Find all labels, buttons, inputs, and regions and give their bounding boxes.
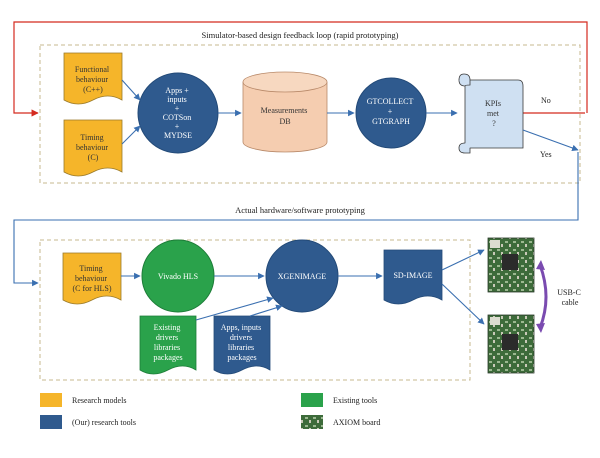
existing-line-1: Existing bbox=[154, 323, 181, 332]
existing-line-3: libraries bbox=[154, 343, 180, 352]
existing-drivers-doc: Existing drivers libraries packages bbox=[139, 315, 197, 375]
feedback-loop bbox=[13, 21, 588, 117]
functional-line-2: behaviour bbox=[76, 75, 108, 84]
apps-line-6: MYDSE bbox=[164, 131, 192, 140]
actual-label: Actual hardware/software prototyping bbox=[235, 205, 366, 215]
timing-behaviour-doc: Timing behaviour (C) bbox=[63, 119, 123, 177]
functional-line-3: (C++) bbox=[83, 85, 103, 94]
vivado-label: Vivado HLS bbox=[158, 272, 198, 281]
apps-inputs-line-2: drivers bbox=[230, 333, 252, 342]
timing-line-2: behaviour bbox=[76, 143, 108, 152]
apps-line-1: Apps + bbox=[165, 86, 189, 95]
gtcollect-line-1: GTCOLLECT bbox=[367, 97, 414, 106]
svg-text:Timing behaviour (: Timing behaviour (C for HLS) bbox=[72, 264, 111, 293]
gtcollect-line-3: GTGRAPH bbox=[372, 117, 410, 126]
svg-text:Apps, inputs drivers: Apps, inputs drivers libraries packages bbox=[221, 323, 263, 362]
top-connectors bbox=[121, 79, 579, 152]
vivado-hls-circle: Vivado HLS bbox=[141, 239, 215, 313]
usbc-line-2: cable bbox=[562, 298, 579, 307]
legend-research-models: Research models bbox=[72, 396, 126, 405]
sd-image-doc: SD-IMAGE bbox=[383, 249, 443, 305]
svg-text:Measurements DB: Measurements DB bbox=[261, 106, 310, 126]
usbc-line-1: USB-C bbox=[557, 288, 581, 297]
existing-line-4: packages bbox=[153, 353, 182, 362]
apps-line-2: inputs bbox=[167, 95, 187, 104]
apps-line-5: + bbox=[175, 122, 180, 131]
legend-research-tools-swatch bbox=[40, 415, 62, 429]
xgen-label: XGENIMAGE bbox=[278, 272, 327, 281]
timing-hls-doc: Timing behaviour (C for HLS) bbox=[62, 252, 122, 305]
usbc-cable-arrow bbox=[538, 264, 548, 329]
timing-hls-line-1: Timing bbox=[79, 264, 102, 273]
gtcollect-circle: GTCOLLECT + GTGRAPH bbox=[355, 77, 427, 149]
apps-inputs-line-3: libraries bbox=[228, 343, 254, 352]
svg-text:GTCOLLECT + GTGRAP: GTCOLLECT + GTGRAPH bbox=[367, 97, 416, 126]
bottom-connectors bbox=[121, 249, 485, 325]
legend: Research models (Our) research tools Exi… bbox=[40, 393, 380, 429]
functional-line-1: Functional bbox=[75, 65, 110, 74]
svg-text:KPIs met ?: KPIs met ? bbox=[485, 99, 503, 128]
legend-existing-tools: Existing tools bbox=[333, 396, 377, 405]
apps-inputs-doc: Apps, inputs drivers libraries packages bbox=[213, 315, 271, 375]
kpis-scroll: KPIs met ? bbox=[458, 73, 524, 154]
apps-cotson-circle: Apps + inputs + COTSon + MYDSE bbox=[137, 72, 219, 154]
apps-inputs-line-1: Apps, inputs bbox=[221, 323, 261, 332]
svg-text:Apps + inputs +: Apps + inputs + COTSon + MYDSE bbox=[163, 86, 193, 140]
kpis-line-1: KPIs bbox=[485, 99, 501, 108]
kpis-line-3: ? bbox=[492, 119, 496, 128]
kpis-line-2: met bbox=[487, 109, 500, 118]
apps-line-4: COTSon bbox=[163, 113, 191, 122]
timing-line-3: (C) bbox=[88, 153, 99, 162]
legend-existing-tools-swatch bbox=[301, 393, 323, 407]
measurements-db: Measurements DB bbox=[242, 71, 328, 153]
transition-loop bbox=[13, 152, 579, 287]
legend-axiom-board-swatch bbox=[301, 415, 323, 429]
no-label: No bbox=[541, 96, 551, 105]
loop-label: Simulator-based design feedback loop (ra… bbox=[202, 30, 399, 40]
db-line-2: DB bbox=[279, 117, 290, 126]
axiom-board-bottom bbox=[487, 314, 535, 374]
timing-hls-line-3: (C for HLS) bbox=[72, 284, 111, 293]
db-line-1: Measurements bbox=[261, 106, 308, 115]
legend-research-models-swatch bbox=[40, 393, 62, 407]
timing-line-1: Timing bbox=[80, 133, 103, 142]
gtcollect-line-2: + bbox=[388, 107, 393, 116]
svg-text:Existing drivers l: Existing drivers libraries packages bbox=[153, 323, 182, 362]
top-stage-box bbox=[39, 44, 581, 184]
existing-line-2: drivers bbox=[156, 333, 178, 342]
legend-research-tools: (Our) research tools bbox=[72, 418, 136, 427]
svg-text:Timing behaviour (: Timing behaviour (C) bbox=[76, 133, 110, 162]
svg-text:Functional behaviour: Functional behaviour (C++) bbox=[75, 65, 111, 94]
sdimage-label: SD-IMAGE bbox=[393, 271, 432, 280]
apps-inputs-line-4: packages bbox=[227, 353, 256, 362]
yes-label: Yes bbox=[540, 150, 552, 159]
timing-hls-line-2: behaviour bbox=[75, 274, 107, 283]
axiom-board-top bbox=[487, 237, 535, 293]
legend-axiom-board: AXIOM board bbox=[333, 418, 380, 427]
apps-line-3: + bbox=[175, 104, 180, 113]
functional-behaviour-doc: Functional behaviour (C++) bbox=[63, 52, 123, 105]
svg-text:USB-C cable: USB-C cable bbox=[557, 288, 583, 307]
xgenimage-circle: XGENIMAGE bbox=[265, 239, 339, 313]
